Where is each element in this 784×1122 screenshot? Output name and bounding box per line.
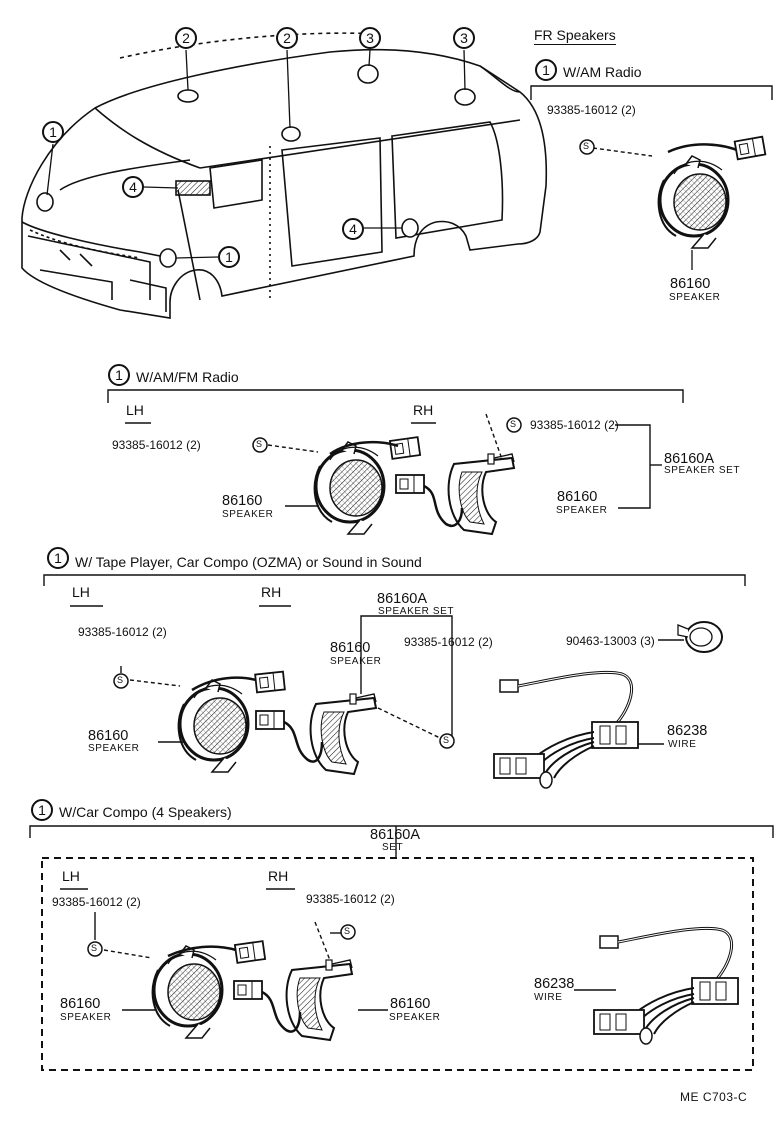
- compo4-lh: LH: [62, 868, 80, 884]
- van-leaders: [46, 49, 466, 259]
- tape-rh-screw: 93385-16012 (2): [404, 635, 493, 649]
- fr-screw-part: 93385-16012 (2): [547, 103, 636, 117]
- van-illustration: [21, 32, 548, 319]
- amfm-rh-speaker-label: SPEAKER: [556, 505, 608, 516]
- compo4-callout: 1: [31, 799, 53, 821]
- compo4-title: W/Car Compo (4 Speakers): [59, 804, 232, 820]
- diagram-code: ME C703-C: [680, 1090, 748, 1104]
- amfm-title: W/AM/FM Radio: [136, 369, 239, 385]
- compo4-rh-speaker-label: SPEAKER: [389, 1012, 441, 1023]
- tape-title: W/ Tape Player, Car Compo (OZMA) or Soun…: [75, 554, 422, 570]
- tape-lh-speaker-label: SPEAKER: [88, 743, 140, 754]
- amfm-lh: LH: [126, 402, 144, 418]
- tape-callout: 1: [47, 547, 69, 569]
- amfm-callout: 1: [108, 364, 130, 386]
- compo4-wire-part: 86238: [534, 976, 575, 992]
- compo4-bracket: [29, 825, 774, 1071]
- compo4-lh-screw-mark: S: [91, 943, 98, 953]
- amfm-rh-speaker-part: 86160: [557, 489, 598, 505]
- amfm-rh-screw-mark: S: [510, 419, 517, 429]
- fr-speakers-box: [530, 85, 773, 157]
- tape-lh-screw: 93385-16012 (2): [78, 625, 167, 639]
- tape-wire-part: 86238: [667, 723, 708, 739]
- tape-rh: RH: [261, 584, 282, 600]
- amfm-bracket: [107, 389, 684, 509]
- fr-speaker-part: 86160: [670, 276, 711, 292]
- tape-clamp-part: 90463-13003 (3): [566, 634, 655, 648]
- van-callout-front-right: 1: [218, 246, 240, 268]
- amfm-rh: RH: [413, 402, 434, 418]
- tape-lh: LH: [72, 584, 90, 600]
- compo4-wire-label: WIRE: [534, 992, 563, 1003]
- amfm-rh-screw: 93385-16012 (2): [530, 418, 619, 432]
- compo4-set-label: SET: [382, 842, 404, 853]
- van-callout-roof-right1: 3: [359, 27, 381, 49]
- fr-variant: W/AM Radio: [563, 64, 642, 80]
- amfm-set-part: 86160A: [664, 451, 714, 467]
- fr-speaker-drawing: [657, 143, 743, 270]
- fr-speaker-label: SPEAKER: [669, 292, 721, 303]
- tape-set-label: SPEAKER SET: [378, 606, 455, 617]
- compo4-rh: RH: [268, 868, 289, 884]
- fr-speakers-title: FR Speakers: [534, 27, 616, 45]
- tape-set-part: 86160A: [377, 591, 427, 607]
- compo4-lh-speaker-part: 86160: [60, 996, 101, 1012]
- clamp-drawing: [677, 621, 723, 653]
- amfm-set-label: SPEAKER SET: [664, 465, 741, 476]
- van-callout-door: 4: [342, 218, 364, 240]
- amfm-lh-screw-mark: S: [256, 439, 263, 449]
- compo4-rh-screw: 93385-16012 (2): [306, 892, 395, 906]
- compo4-lh-speaker-label: SPEAKER: [60, 1012, 112, 1023]
- tape-rh-speaker-label: SPEAKER: [330, 656, 382, 667]
- amfm-lh-screw: 93385-16012 (2): [112, 438, 201, 452]
- van-callout-roof-left: 2: [175, 27, 197, 49]
- compo4-rh-screw-mark: S: [344, 926, 351, 936]
- amfm-lh-speaker-label: SPEAKER: [222, 509, 274, 520]
- tape-lh-speaker-part: 86160: [88, 728, 129, 744]
- compo4-lh-screw: 93385-16012 (2): [52, 895, 141, 909]
- fr-callout: 1: [535, 59, 557, 81]
- van-callout-dash: 4: [122, 176, 144, 198]
- amfm-lh-speaker-part: 86160: [222, 493, 263, 509]
- van-speakers: [36, 64, 476, 268]
- tape-rh-screw-mark: S: [443, 735, 450, 745]
- van-callout-roof-mid: 2: [276, 27, 298, 49]
- tape-lh-screw-mark: S: [117, 675, 124, 685]
- tape-rh-speaker-part: 86160: [330, 640, 371, 656]
- screw-symbols: [87, 139, 595, 957]
- compo4-rh-speaker-part: 86160: [390, 996, 431, 1012]
- compo4-set-part: 86160A: [370, 827, 420, 843]
- fr-screw-mark: S: [583, 141, 590, 151]
- van-callout-roof-right2: 3: [453, 27, 475, 49]
- tape-wire-label: WIRE: [668, 739, 697, 750]
- van-callout-front-left: 1: [42, 121, 64, 143]
